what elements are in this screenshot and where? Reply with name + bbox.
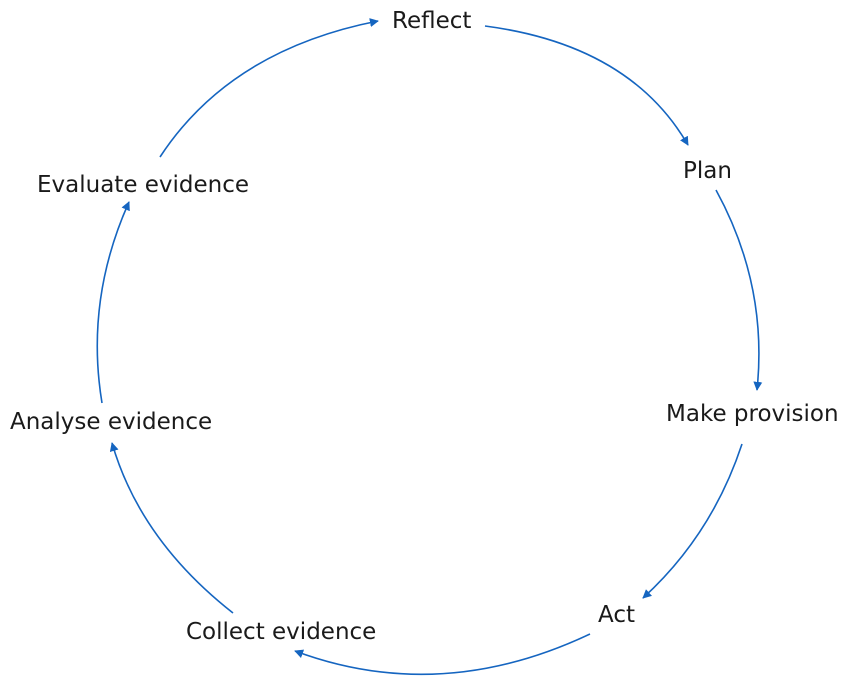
arrow-analyse-evidence-to-evaluate-evidence bbox=[96, 201, 130, 404]
arrow-reflect-to-plan bbox=[484, 25, 689, 146]
arrow-act-to-collect-evidence bbox=[294, 633, 591, 676]
arrow-evaluate-evidence-to-reflect bbox=[159, 18, 379, 158]
arrow-make-provision-to-act bbox=[642, 443, 743, 599]
arrow-collect-evidence-to-analyse-evidence bbox=[109, 442, 234, 614]
stage-act: Act bbox=[598, 602, 635, 628]
stage-reflect: Reflect bbox=[392, 8, 472, 34]
stage-analyse-evidence: Analyse evidence bbox=[10, 409, 213, 435]
arrow-plan-to-make-provision bbox=[715, 189, 763, 391]
stage-evaluate-evidence: Evaluate evidence bbox=[37, 172, 250, 198]
stage-plan: Plan bbox=[683, 158, 732, 184]
stage-make-provision: Make provision bbox=[666, 401, 839, 427]
stage-collect-evidence: Collect evidence bbox=[186, 619, 377, 645]
